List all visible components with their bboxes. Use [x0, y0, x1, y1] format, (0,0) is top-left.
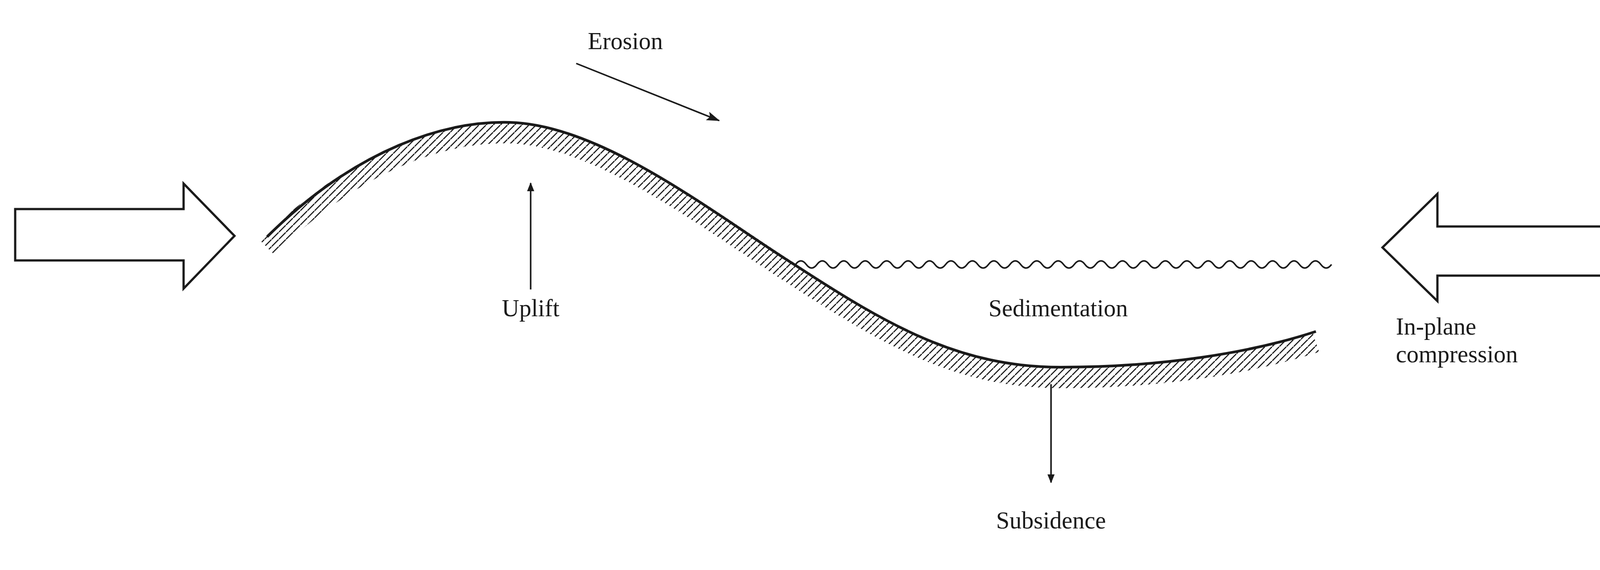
uplift-arrow	[529, 183, 532, 290]
process-label: Erosion	[587, 27, 663, 55]
subsidence-arrow	[1050, 384, 1052, 483]
compression-arrow-right	[1382, 193, 1600, 302]
hatching	[267, 133, 1316, 378]
surface-line	[267, 122, 1316, 368]
erosion-arrow	[576, 63, 720, 121]
process-label: Uplift	[502, 294, 560, 323]
force-label: In-plane compression	[1395, 312, 1548, 369]
sea-surface	[795, 260, 1332, 269]
process-label: Subsidence	[996, 506, 1106, 535]
process-label: Sedimentation	[988, 294, 1128, 323]
compression-arrow-left	[15, 183, 235, 289]
